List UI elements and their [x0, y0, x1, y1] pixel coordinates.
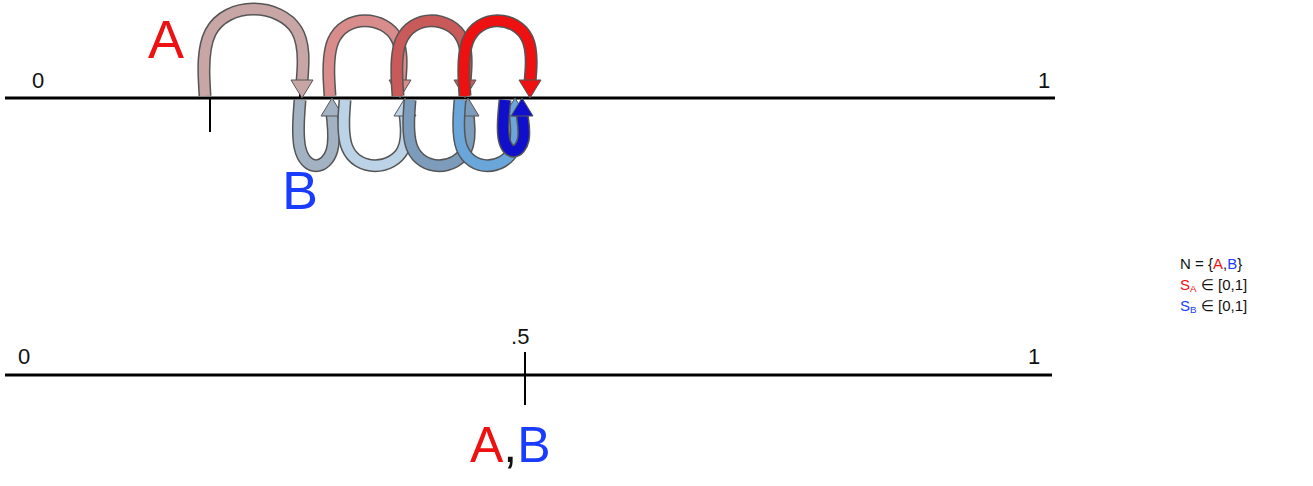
jump-arrow [298, 98, 343, 166]
glyph: 1 [1235, 297, 1243, 314]
number-line [5, 374, 1052, 377]
axis-value: 0 [32, 70, 44, 92]
glyph: 0 [18, 344, 30, 369]
glyph: A [1213, 255, 1223, 272]
glyph: [ [1218, 297, 1222, 314]
tick-mark [524, 352, 526, 405]
glyph: ] [1243, 297, 1247, 314]
glyph: B [1190, 304, 1197, 315]
glyph: = [1195, 255, 1204, 272]
glyph: S [1180, 276, 1190, 293]
glyph: ∈ [1201, 297, 1214, 314]
glyph: , [1230, 276, 1234, 293]
arrow-outline [344, 100, 407, 166]
glyph: , [503, 417, 517, 473]
glyph: 0 [1222, 297, 1230, 314]
arrow-head [519, 80, 541, 98]
glyph: S [1180, 297, 1190, 314]
glyph: ∈ [1201, 276, 1214, 293]
strategy-set: SB ∈ [0,1] [1180, 298, 1247, 315]
glyph: , [1230, 297, 1234, 314]
glyph: { [1208, 255, 1213, 272]
glyph: 0 [32, 68, 44, 93]
glyph: ] [1243, 276, 1247, 293]
arrow-body [329, 21, 402, 96]
glyph: B [1227, 255, 1237, 272]
arrow-outline [329, 21, 402, 96]
equilibrium-label: A,B [470, 420, 551, 470]
player-name: A [148, 12, 184, 66]
glyph: 1 [1038, 68, 1050, 93]
glyph: N [1180, 255, 1191, 272]
arrow-body [204, 9, 303, 96]
arrow-head [291, 80, 313, 98]
glyph: A [470, 417, 503, 473]
glyph: , [1223, 255, 1227, 272]
glyph: [ [1218, 276, 1222, 293]
jump-arrow [464, 21, 541, 98]
glyph [1197, 276, 1201, 293]
glyph [1197, 297, 1201, 314]
glyph: 0 [1222, 276, 1230, 293]
arrow-body [464, 21, 532, 96]
glyph: } [1237, 255, 1242, 272]
glyph: B [282, 160, 318, 220]
axis-value: .5 [511, 326, 529, 348]
glyph [1214, 276, 1218, 293]
jump-arrow [503, 98, 533, 151]
glyph: 5 [517, 324, 529, 349]
arrow-outline [464, 21, 532, 96]
axis-value: 1 [1038, 70, 1050, 92]
axis-value: 0 [18, 346, 30, 368]
glyph: . [511, 324, 517, 349]
glyph: A [1190, 283, 1197, 294]
arrow-body [344, 100, 407, 166]
arrow-outline [397, 21, 467, 96]
glyph [1191, 255, 1195, 272]
player-name: B [282, 163, 318, 217]
axis-value: 1 [1028, 346, 1040, 368]
glyph: 1 [1028, 344, 1040, 369]
arrow-body [397, 21, 467, 96]
glyph: 1 [1235, 276, 1243, 293]
arrow-head [511, 98, 533, 116]
glyph [1204, 255, 1208, 272]
jump-arrow [204, 9, 313, 98]
arrow-outline [204, 9, 303, 96]
strategy-set: SA ∈ [0,1] [1180, 277, 1247, 294]
glyph [1214, 297, 1218, 314]
glyph: B [517, 417, 550, 473]
tick-mark [209, 98, 211, 132]
glyph: A [148, 9, 184, 69]
player-set: N = {A,B} [1180, 256, 1242, 271]
